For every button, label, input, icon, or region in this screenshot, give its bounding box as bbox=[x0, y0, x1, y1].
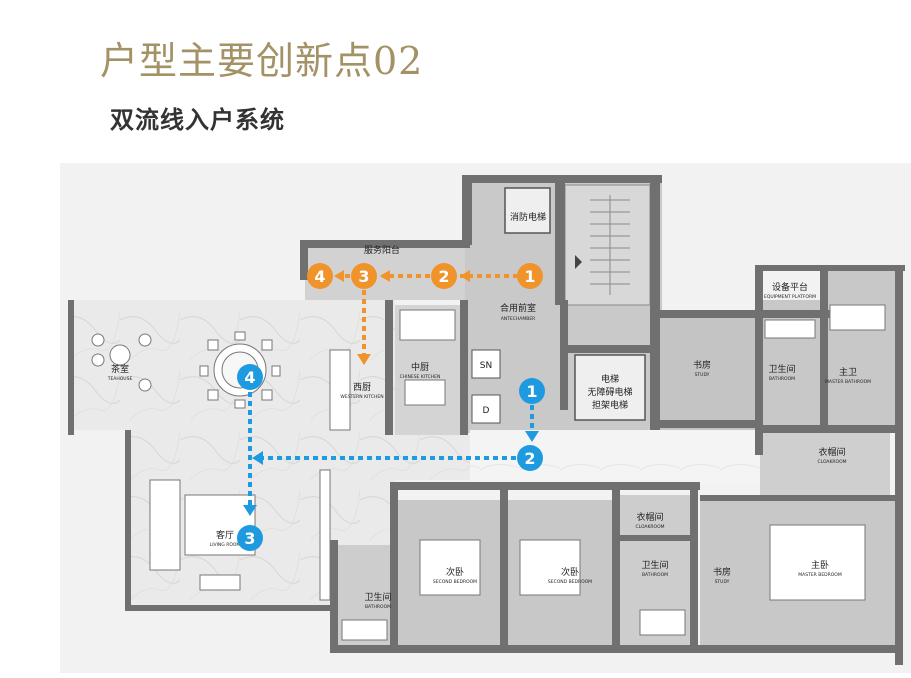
service-route-arrow-2 bbox=[380, 270, 390, 282]
service-route-arrow-1 bbox=[460, 270, 470, 282]
western-kitchen-counter bbox=[329, 349, 351, 431]
shower bbox=[764, 319, 816, 339]
bathtub-2 bbox=[341, 619, 388, 641]
label-living-room-en: LIVING ROOM bbox=[210, 542, 241, 548]
label-master-bedroom: 主卧 bbox=[811, 559, 829, 571]
stretcher-elevator-car bbox=[574, 354, 646, 421]
service-route-arrow-4 bbox=[357, 354, 371, 365]
fire-elevator-car bbox=[504, 187, 551, 234]
label-fire-elevator: 消防电梯 bbox=[510, 211, 546, 223]
label-master-bath: 主卫 bbox=[839, 366, 857, 378]
service-route-arrow-3 bbox=[334, 270, 344, 282]
family-marker-1 bbox=[519, 378, 545, 404]
label-living-room: 客厅 bbox=[216, 529, 234, 541]
tea-room-furniture bbox=[91, 333, 152, 392]
label-master-bedroom-en: MASTER BEDROOM bbox=[798, 572, 842, 578]
master-bath-area bbox=[820, 270, 900, 430]
service-marker-2 bbox=[431, 263, 457, 289]
label-second-bedroom-2-en: SECOND BEDROOM bbox=[548, 579, 592, 585]
family-route-arrow-1 bbox=[525, 431, 539, 442]
label-bathroom-3: 卫生间 bbox=[641, 559, 668, 571]
label-elevator-1: 电梯 bbox=[601, 373, 619, 385]
stair bbox=[564, 184, 651, 306]
family-route-arrow-3 bbox=[243, 505, 257, 516]
label-western-kitchen-en: WESTERN KITCHEN bbox=[340, 394, 383, 400]
label-bathroom-1-en: BATHROOM bbox=[769, 376, 795, 382]
label-cloakroom-1: 衣帽间 bbox=[818, 446, 845, 458]
label-elevator-3: 担架电梯 bbox=[592, 399, 628, 411]
label-bathroom-1: 卫生间 bbox=[768, 363, 795, 375]
kitchen-counter bbox=[399, 309, 456, 341]
label-cloakroom-1-en: CLOAKROOM bbox=[817, 459, 846, 465]
label-shared-lobby-en: ANTECHAMBER bbox=[501, 316, 536, 322]
service-marker-4-label: 4 bbox=[314, 267, 325, 286]
label-service-balcony: 服务阳台 bbox=[364, 244, 400, 256]
label-second-bedroom-1: 次卧 bbox=[446, 566, 464, 578]
label-cloakroom-2: 衣帽间 bbox=[636, 511, 663, 523]
service-marker-1 bbox=[517, 263, 543, 289]
service-marker-1-label: 1 bbox=[524, 267, 535, 286]
bathtub bbox=[829, 304, 886, 331]
label-equipment-platform: 设备平台 bbox=[772, 281, 808, 293]
label-study-1-en: STUDY bbox=[695, 372, 710, 378]
family-marker-3-label: 3 bbox=[244, 529, 255, 548]
label-tea-room: 茶室 bbox=[111, 363, 129, 375]
master-bed bbox=[769, 524, 866, 601]
family-marker-2 bbox=[517, 445, 543, 471]
label-sn: SN bbox=[480, 361, 492, 371]
label-equipment-platform-en: EQUIPMENT PLATFORM bbox=[764, 294, 816, 300]
family-marker-4-label: 4 bbox=[244, 368, 255, 387]
sn-shaft bbox=[471, 349, 501, 379]
label-bathroom-2-en: BATHROOM bbox=[365, 604, 391, 610]
label-shared-lobby: 合用前室 bbox=[500, 302, 536, 314]
family-marker-2-label: 2 bbox=[524, 449, 535, 468]
label-study-1: 书房 bbox=[693, 359, 711, 371]
label-bathroom-3-en: BATHROOM bbox=[642, 572, 668, 578]
label-elevator-2: 无障碍电梯 bbox=[587, 386, 632, 398]
label-d: D bbox=[483, 406, 490, 416]
bed-1 bbox=[419, 539, 481, 596]
label-master-bath-en: MASTER BATHROOM bbox=[825, 379, 871, 385]
family-marker-1-label: 1 bbox=[526, 382, 537, 401]
family-route-arrow-2 bbox=[252, 451, 263, 465]
service-marker-3 bbox=[351, 263, 377, 289]
label-cloakroom-2-en: CLOAKROOM bbox=[635, 524, 664, 530]
study-1-area bbox=[655, 310, 755, 430]
bed-2 bbox=[519, 539, 581, 596]
label-chinese-kitchen-en: CHINESE KITCHEN bbox=[400, 374, 441, 380]
service-marker-2-label: 2 bbox=[438, 267, 449, 286]
bathtub-3 bbox=[639, 609, 686, 636]
service-marker-3-label: 3 bbox=[358, 267, 369, 286]
cloakroom-1-area bbox=[760, 430, 890, 500]
kitchen-island bbox=[404, 379, 446, 406]
label-study-2-en: STUDY bbox=[715, 579, 730, 585]
label-chinese-kitchen: 中厨 bbox=[411, 361, 429, 373]
page-subtitle: 双流线入户系统 bbox=[110, 106, 285, 134]
family-route: 1 2 3 4 bbox=[237, 364, 545, 551]
service-route: 1 2 3 4 bbox=[307, 263, 543, 365]
family-marker-4 bbox=[237, 364, 263, 390]
family-marker-3 bbox=[237, 525, 263, 551]
label-second-bedroom-2: 次卧 bbox=[561, 566, 579, 578]
label-western-kitchen: 西厨 bbox=[353, 382, 371, 393]
d-shaft bbox=[471, 394, 501, 424]
label-bathroom-2: 卫生间 bbox=[364, 591, 391, 603]
label-study-2: 书房 bbox=[713, 566, 731, 578]
label-second-bedroom-1-en: SECOND BEDROOM bbox=[433, 579, 477, 585]
label-tea-room-en: TEAHOUSE bbox=[107, 376, 133, 382]
walls bbox=[68, 175, 905, 665]
service-marker-4 bbox=[307, 263, 333, 289]
page-title: 户型主要创新点02 bbox=[100, 39, 424, 83]
